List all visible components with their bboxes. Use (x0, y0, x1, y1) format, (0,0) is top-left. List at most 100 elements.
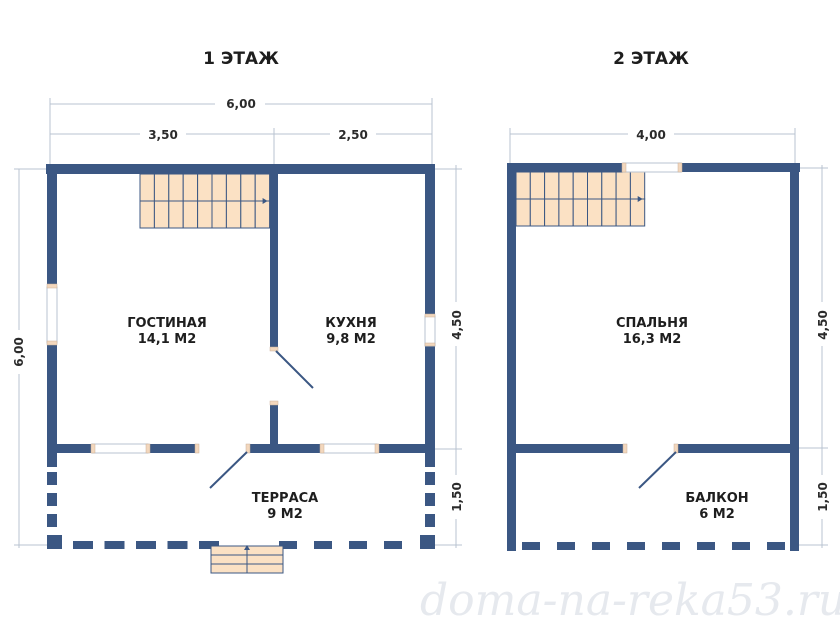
floor-2-windows (621, 162, 683, 454)
dim-terrace-depth: 1,50 (450, 482, 464, 512)
terrace-railing (47, 453, 435, 549)
stair-step (615, 198, 631, 227)
stair-arrow-icon (637, 196, 643, 202)
railing-segment (627, 542, 645, 550)
entrance-door-swing (209, 451, 248, 489)
stair-step (529, 171, 546, 200)
room-name-balcony: БАЛКОН (685, 491, 748, 506)
stair-step (197, 200, 213, 229)
dim-total-depth: 6,00 (12, 337, 26, 367)
stair-step (572, 198, 589, 227)
dim-house-depth: 4,50 (450, 310, 464, 340)
watermark: doma-na-reka53.ru (420, 575, 840, 626)
room-area-kitchen: 9,8 М2 (326, 332, 376, 347)
dim-right-width: 2,50 (338, 128, 368, 142)
stair-step (211, 173, 227, 202)
floor-1-windows (46, 283, 436, 454)
dim-f2-house-depth: 4,50 (816, 310, 830, 340)
floor-2-staircase (515, 171, 646, 227)
stair-step (544, 198, 560, 227)
railing-segment (557, 542, 575, 550)
railing-segment (384, 541, 402, 549)
railing-segment (662, 542, 680, 550)
stair-step (153, 173, 170, 202)
stair-step (139, 200, 155, 229)
dim-total-width: 6,00 (226, 97, 256, 111)
railing-corner (420, 535, 435, 549)
dim-f2-balcony-depth: 1,50 (816, 482, 830, 512)
railing-segment (592, 542, 610, 550)
room-name-kitchen: КУХНЯ (325, 316, 377, 331)
railing-segment (167, 541, 188, 549)
stair-step (529, 198, 546, 227)
stair-step (168, 200, 184, 229)
room-name-living: ГОСТИНАЯ (127, 316, 207, 331)
railing-segment (73, 541, 93, 549)
stair-step (544, 171, 560, 200)
stair-step (572, 171, 589, 200)
stair-step (139, 173, 155, 202)
stair-step (254, 173, 271, 202)
stair-step (168, 173, 184, 202)
railing-segment (767, 542, 785, 550)
railing-segment (522, 542, 540, 550)
floor-1-dimensions: 6,00 3,50 2,50 6,00 4,50 1,50 (11, 96, 464, 548)
stair-step (587, 171, 603, 200)
stair-step (587, 198, 603, 227)
floor-2-plan: 2 ЭТАЖ 4,00 4,50 1,50 (507, 49, 830, 551)
railing-segment (697, 542, 715, 550)
stair-step (182, 173, 199, 202)
dim-left-width: 3,50 (148, 128, 178, 142)
room-area-terrace: 9 М2 (267, 507, 303, 522)
room-area-bedroom: 16,3 М2 (623, 332, 682, 347)
stair-step (240, 200, 256, 229)
steps-arrow-icon (244, 545, 250, 550)
floor-1-title: 1 ЭТАЖ (203, 49, 279, 69)
stair-step (240, 173, 256, 202)
railing-segment (136, 541, 156, 549)
railing-corner (47, 535, 62, 549)
stair-step (601, 171, 617, 200)
stair-step (515, 198, 531, 227)
railing-segment (104, 541, 125, 549)
stair-step (197, 173, 213, 202)
railing-post (47, 453, 57, 467)
stair-step (225, 200, 242, 229)
stair-step (153, 200, 170, 229)
stair-step (558, 198, 574, 227)
stair-step (211, 200, 227, 229)
floor-1-plan: 1 ЭТАЖ 6,00 3,50 2,50 6,00 4,50 (11, 49, 464, 574)
room-name-terrace: ТЕРРАСА (252, 491, 318, 506)
floor-2-dimensions: 4,00 4,50 1,50 (509, 126, 830, 548)
stair-step (558, 171, 574, 200)
stair-step (515, 171, 531, 200)
stair-step (629, 171, 646, 200)
railing-segment (425, 493, 435, 506)
stair-arrow-icon (262, 198, 268, 204)
room-name-bedroom: СПАЛЬНЯ (616, 316, 688, 331)
railing-post (425, 453, 435, 467)
railing-segment (47, 493, 57, 506)
balcony-door-swing (638, 451, 677, 489)
railing-segment (200, 541, 214, 549)
floor-2-title: 2 ЭТАЖ (613, 49, 689, 69)
railing-segment (314, 541, 332, 549)
stair-step (182, 200, 199, 229)
room-area-balcony: 6 М2 (699, 507, 735, 522)
railing-segment (47, 514, 57, 527)
dim-f2-width: 4,00 (636, 128, 666, 142)
stair-step (225, 173, 242, 202)
room-area-living: 14,1 М2 (138, 332, 197, 347)
stair-step (601, 198, 617, 227)
stair-step (254, 200, 271, 229)
stair-step (629, 198, 646, 227)
balcony-railing (522, 542, 785, 550)
railing-segment (732, 542, 750, 550)
railing-segment (279, 541, 297, 549)
kitchen-door-swing (275, 350, 314, 389)
railing-segment (425, 514, 435, 527)
railing-segment (349, 541, 367, 549)
floor-1-staircase (139, 173, 271, 229)
railing-segment (425, 472, 435, 485)
